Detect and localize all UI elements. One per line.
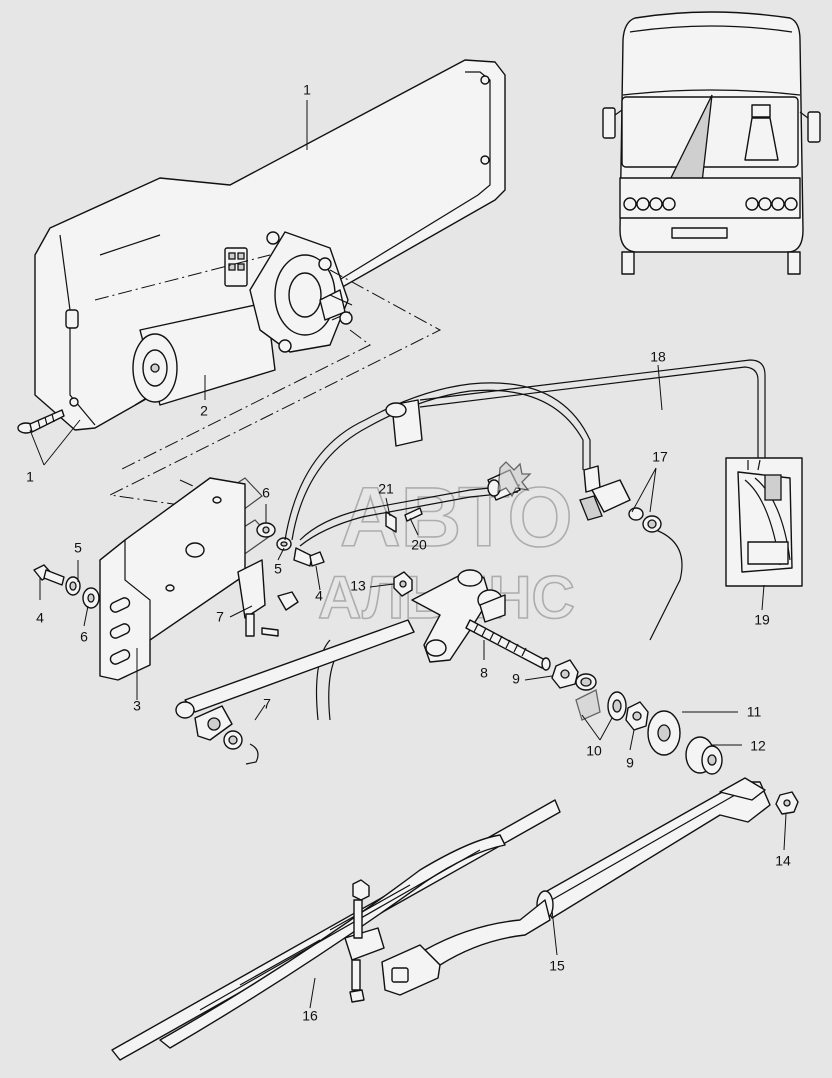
callout-7-rod: 7	[263, 696, 271, 712]
washer-6-upper	[256, 522, 276, 538]
washer-5-left	[65, 576, 81, 596]
callout-8: 8	[480, 665, 488, 681]
callout-19: 19	[754, 612, 770, 628]
nut-9-first	[551, 659, 579, 689]
hose-holder	[385, 399, 423, 447]
pivot-linkage	[411, 569, 506, 663]
callout-13: 13	[350, 578, 366, 594]
seal-cap-12	[685, 736, 723, 775]
cover-washer-11	[647, 710, 681, 756]
callout-21: 21	[378, 481, 394, 497]
callout-12: 12	[750, 738, 766, 754]
t-fitting	[487, 461, 532, 501]
callout-6-left: 6	[80, 629, 88, 645]
washer-6-left	[82, 587, 100, 609]
link-rod	[175, 619, 415, 765]
callout-15: 15	[549, 958, 565, 974]
callout-1-screw: 1	[26, 469, 34, 485]
washer-5-upper	[276, 537, 292, 551]
callout-11: 11	[747, 704, 762, 720]
nut-9-second	[625, 701, 649, 731]
washer-fluid-hose	[284, 359, 766, 721]
watermark-line1: АВТО	[340, 470, 573, 564]
callout-14: 14	[775, 853, 791, 869]
callout-6-upper: 6	[262, 485, 270, 501]
callout-20: 20	[411, 537, 427, 553]
hose-connector	[385, 507, 423, 533]
callout-5-upper: 5	[274, 561, 282, 577]
callout-1-housing: 1	[303, 82, 311, 98]
callout-labels: 1 1 2 3 4 4 5 5 6 6 7 7 8 9 9 10 11 12 1…	[26, 82, 791, 1024]
wiper-blade	[111, 799, 561, 1061]
nut-14	[775, 791, 799, 815]
callout-10: 10	[586, 743, 602, 759]
wiper-arm	[381, 777, 771, 996]
callout-5-left: 5	[74, 540, 82, 556]
callout-9-second: 9	[626, 755, 634, 771]
lock-washer	[575, 673, 601, 721]
callout-17: 17	[652, 449, 668, 465]
bolt-left	[33, 564, 65, 586]
callout-3: 3	[133, 698, 141, 714]
callout-9-first: 9	[512, 671, 520, 687]
washer-10	[607, 691, 627, 721]
mounting-bracket	[99, 477, 246, 681]
leader-lines	[29, 100, 787, 1009]
callout-16: 16	[302, 1008, 318, 1024]
callout-18: 18	[650, 349, 666, 365]
callout-4-upper: 4	[315, 588, 323, 604]
wiper-housing	[34, 59, 506, 431]
callout-4-left: 4	[36, 610, 44, 626]
callout-7-clip: 7	[216, 609, 224, 625]
wiper-motor	[132, 231, 353, 406]
drive-shaft	[465, 619, 551, 671]
callout-2: 2	[200, 403, 208, 419]
washer-pump-inset	[725, 457, 803, 587]
bracket-clip	[237, 559, 299, 637]
bolt-upper	[293, 547, 325, 567]
washer-nozzle	[579, 465, 662, 533]
screw	[17, 409, 65, 434]
nut-13	[393, 571, 413, 597]
bus-front-view	[602, 11, 821, 275]
